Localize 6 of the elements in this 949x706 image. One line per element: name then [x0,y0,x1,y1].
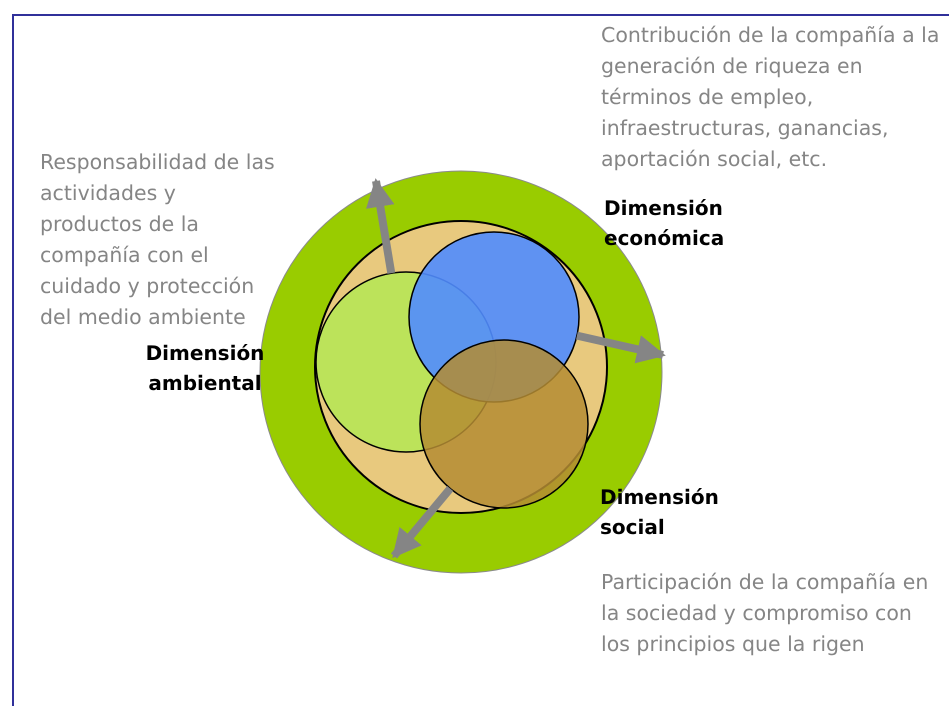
arrow [576,332,666,364]
arrow [390,486,454,559]
description-text: Contribución de la compañía a la generación de riqueza en términos de empleo, infraestructuras, ganancias, aportación social, etc. [601,22,940,173]
description-text: Responsabilidad de las actividades y productos de la compañía con el cuidado y protección del medio ambiente [40,149,276,331]
description-text: Participación de la compañía en la sociedad y compromiso con los principios que la rigen [601,569,930,658]
arrow [366,178,396,274]
